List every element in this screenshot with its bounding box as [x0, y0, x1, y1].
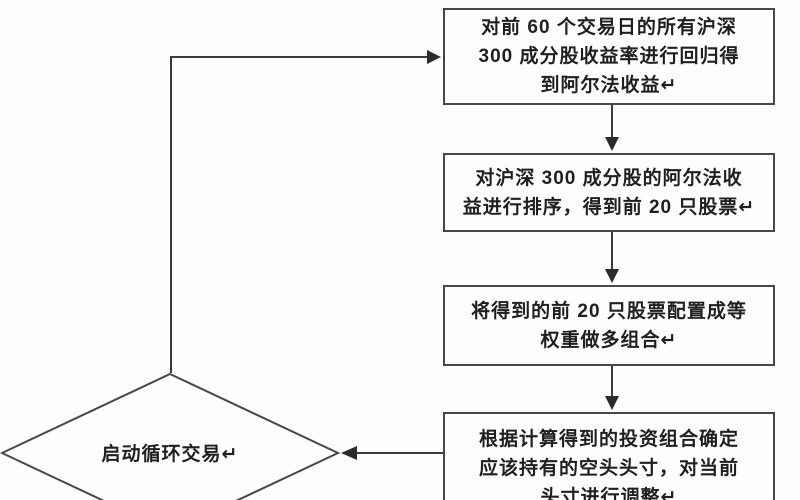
flow-box-adjust-line-3: 头寸进行调整↵: [540, 486, 678, 500]
decision-diamond: [0, 372, 341, 500]
flow-box-adjust: 根据计算得到的投资组合确定 应该持有的空头头寸，对当前 头寸进行调整↵: [443, 412, 775, 500]
flow-box-portfolio-line-2: 权重做多组合↵: [540, 329, 678, 351]
arrowhead-into-portfolio-box: [605, 269, 619, 283]
flow-box-regression-line-3: 到阿尔法收益↵: [540, 75, 678, 96]
flow-box-sorting: 对沪深 300 成分股的阿尔法收 益进行排序，得到前 20 只股票↵: [443, 153, 775, 232]
flow-box-adjust-line-1: 根据计算得到的投资组合确定: [478, 428, 739, 450]
arrowhead-into-decision-diamond: [341, 446, 357, 460]
decision-diamond-label: 启动循环交易↵: [101, 444, 239, 465]
arrowhead-into-sorting-box: [605, 137, 619, 151]
feedback-loop-line: [170, 56, 428, 373]
arrowhead-into-regression-box: [427, 50, 441, 64]
flow-box-regression-line-2: 300 成分股收益率进行回归得: [478, 46, 740, 67]
flow-box-sorting-line-1: 对沪深 300 成分股的阿尔法收: [475, 167, 743, 189]
flow-box-regression: 对前 60 个交易日的所有沪深 300 成分股收益率进行回归得 到阿尔法收益↵: [443, 8, 775, 105]
flow-box-portfolio: 将得到的前 20 只股票配置成等 权重做多组合↵: [443, 285, 775, 366]
flow-box-regression-line-1: 对前 60 个交易日的所有沪深: [481, 17, 737, 38]
flow-box-sorting-line-2: 益进行排序，得到前 20 只股票↵: [462, 196, 756, 218]
flow-box-portfolio-line-1: 将得到的前 20 只股票配置成等: [471, 300, 747, 322]
arrowhead-into-adjust-box: [605, 396, 619, 410]
flow-box-adjust-line-2: 应该持有的空头头寸，对当前: [478, 457, 739, 479]
